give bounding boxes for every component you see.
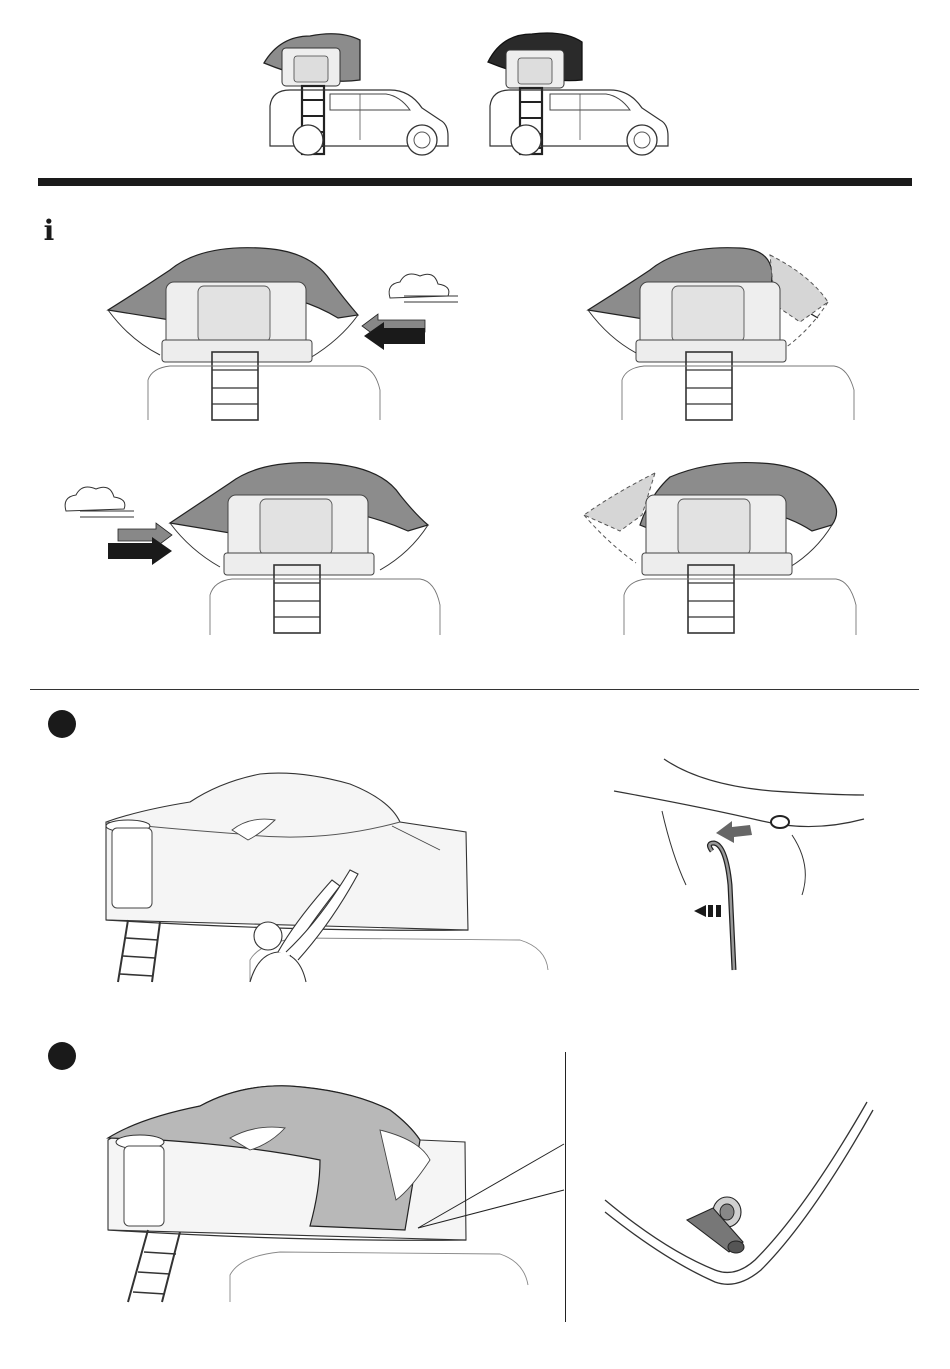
step-2-badge — [48, 1042, 76, 1070]
tent-wind-from-left-icon — [60, 455, 450, 635]
toggle-fastener-detail-icon — [605, 1100, 875, 1310]
car-with-tent-dark-fly-icon — [482, 28, 682, 163]
tent-wind-from-right-icon — [100, 240, 470, 420]
tent-fly-deflect-left-icon — [580, 455, 860, 635]
callout-border — [565, 1052, 566, 1322]
person-attaching-fly-icon — [100, 770, 550, 985]
section-divider-thick — [38, 178, 912, 186]
tent-fly-deflect-right-icon — [580, 240, 860, 420]
section-divider-thin — [30, 689, 919, 690]
step-1-badge — [48, 710, 76, 738]
tent-with-fly-fitted-icon — [100, 1080, 530, 1305]
hook-into-eyelet-detail-icon — [612, 755, 872, 980]
info-icon: i — [40, 218, 58, 244]
car-with-tent-grey-fly-icon — [260, 28, 460, 163]
